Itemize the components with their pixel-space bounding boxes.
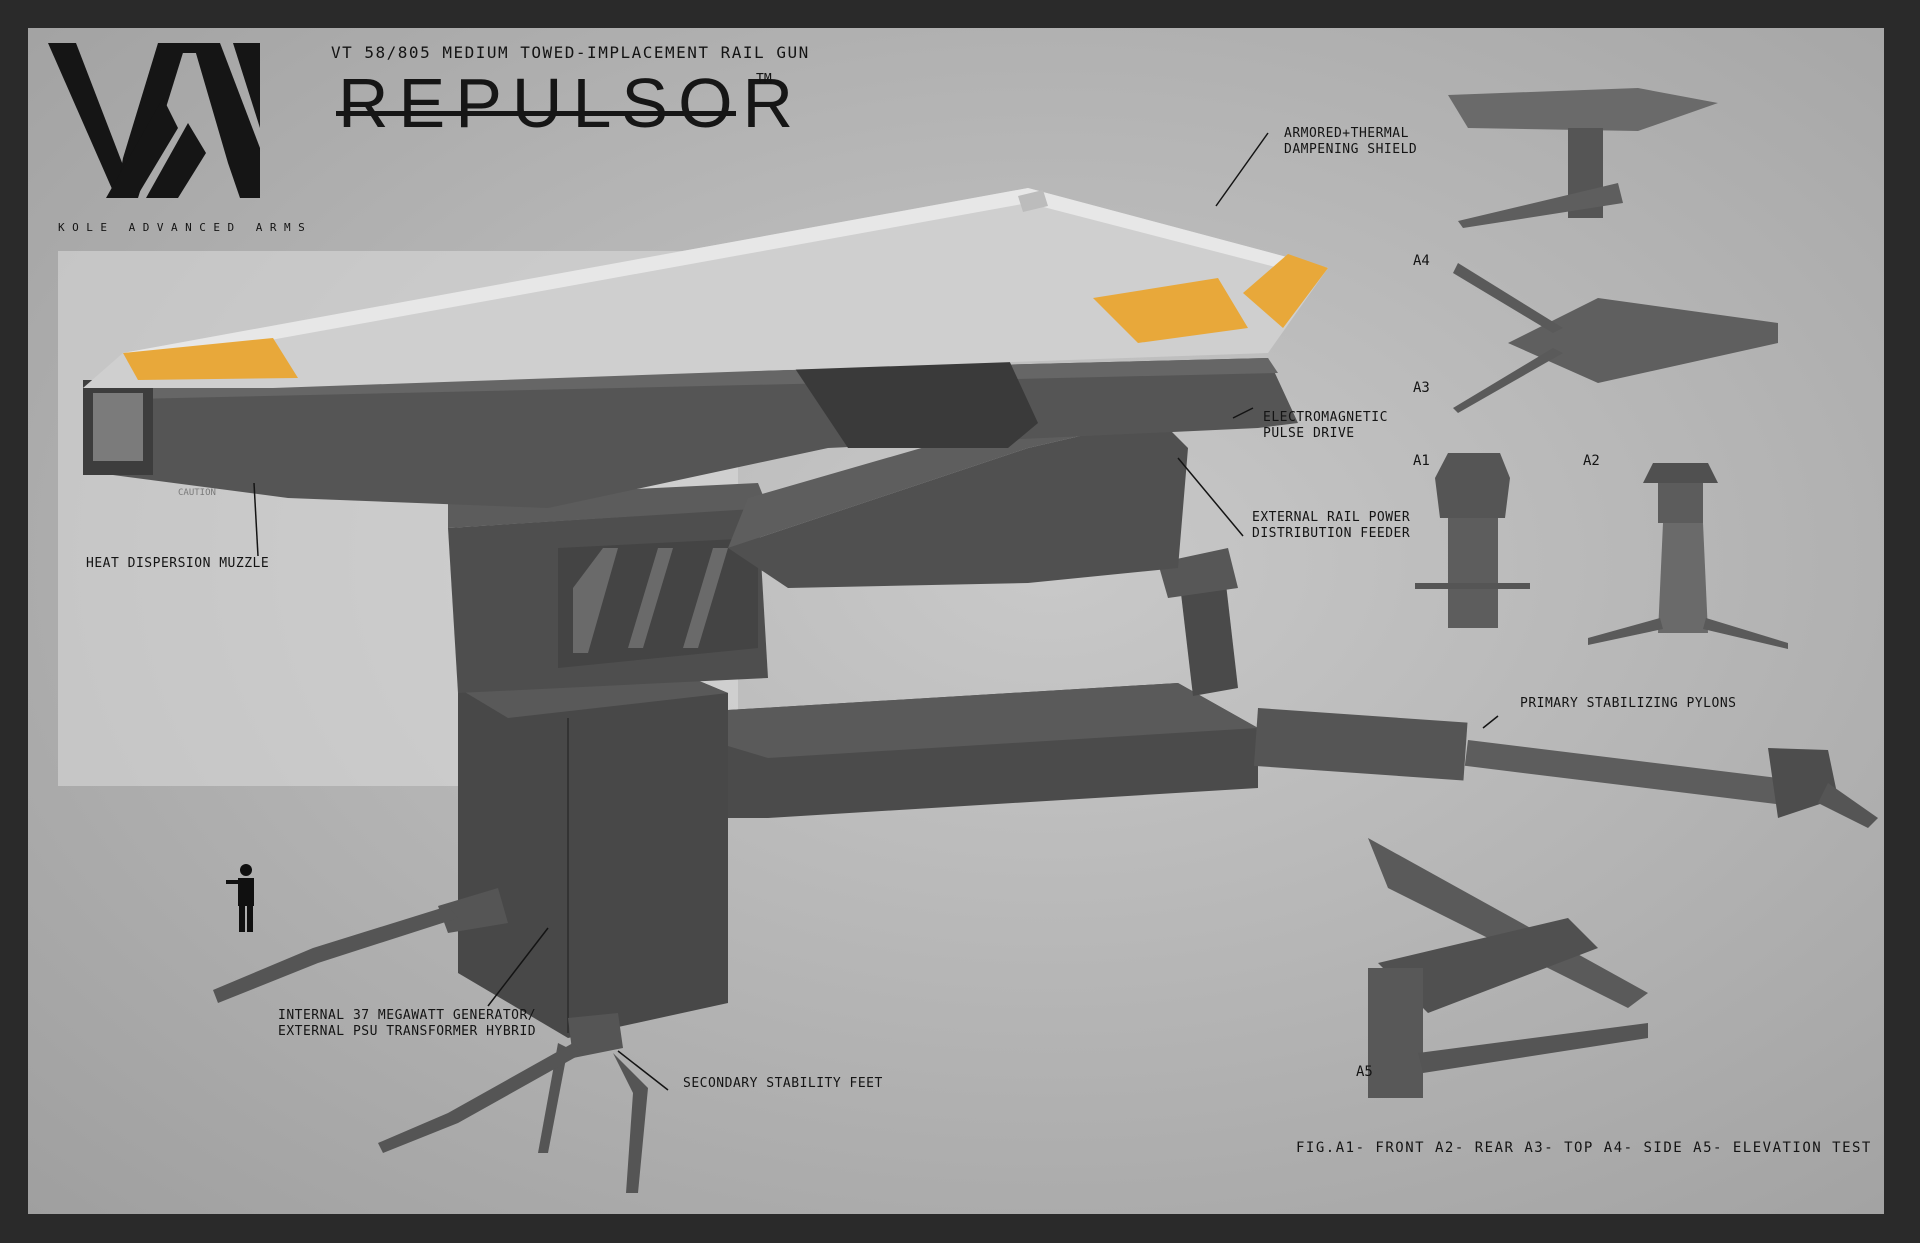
pedestal — [448, 483, 768, 693]
callout-muzzle: HEAT DISPERSION MUZZLE — [86, 556, 270, 571]
callout-pylons: PRIMARY STABILIZING PYLONS — [1520, 696, 1737, 711]
view-a3-top — [1453, 263, 1778, 413]
view-label-a4: A4 — [1413, 253, 1430, 269]
view-a2-rear — [1588, 463, 1788, 649]
view-a4-side — [1448, 88, 1718, 228]
scale-figure — [226, 864, 254, 932]
view-label-a1: A1 — [1413, 453, 1430, 469]
thermal-shield — [83, 188, 1328, 388]
hull-marking: CAUTION — [178, 488, 216, 498]
barrel-housing — [83, 358, 1298, 508]
main-illustration — [58, 188, 1878, 1193]
primary-pylon — [628, 548, 1878, 828]
product-name: REPULSOR — [338, 64, 804, 142]
view-a1-front — [1415, 453, 1530, 628]
figure-caption: FIG.A1- FRONT A2- REAR A3- TOP A4- SIDE … — [1296, 1140, 1872, 1156]
product-name-underline — [336, 111, 736, 116]
leader-lines — [253, 132, 1499, 1091]
callout-feet: SECONDARY STABILITY FEET — [683, 1076, 883, 1091]
view-a5-elevation — [1368, 838, 1648, 1098]
stability-feet — [213, 888, 648, 1193]
view-label-a2: A2 — [1583, 453, 1600, 469]
callout-generator: INTERNAL 37 MEGAWATT GENERATOR/EXTERNAL … — [278, 1008, 537, 1039]
product-subtitle: VT 58/805 MEDIUM TOWED-IMPLACEMENT RAIL … — [331, 43, 810, 62]
brand-name: KOLE ADVANCED ARMS — [58, 221, 313, 234]
view-label-a5: A5 — [1356, 1064, 1373, 1080]
vxm-logo — [48, 43, 260, 198]
view-label-a3: A3 — [1413, 380, 1430, 396]
trademark-mark: TM — [756, 72, 772, 87]
concept-sheet: KOLE ADVANCED ARMS VT 58/805 MEDIUM TOWE… — [28, 28, 1884, 1214]
